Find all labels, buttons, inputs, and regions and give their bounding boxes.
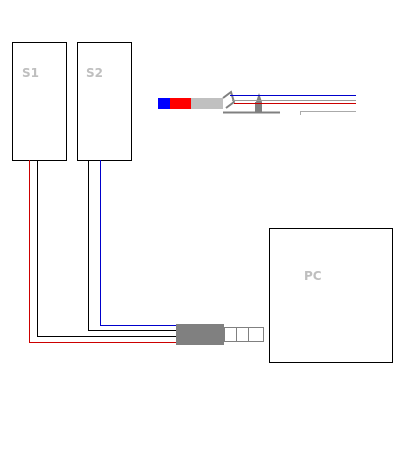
computer-pc: PC [269, 228, 393, 363]
detail-post [255, 102, 262, 112]
speaker-s1-label: S1 [22, 66, 39, 80]
detail-ground-wire [300, 111, 356, 115]
s2-cable [88, 160, 176, 331]
s2-wire-blue [100, 160, 176, 326]
speaker-s1: S1 [12, 42, 67, 161]
detail-ring-red [170, 98, 191, 109]
s2-wire-black [88, 160, 176, 331]
plug-tip [248, 327, 264, 342]
speaker-s2: S2 [77, 42, 132, 161]
plug-ring-2 [236, 327, 249, 342]
plug-body [176, 324, 224, 345]
detail-joint [222, 90, 236, 109]
computer-pc-label: PC [304, 269, 322, 283]
s1-cable [29, 160, 176, 343]
speaker-s1-box [12, 42, 67, 161]
s1-wire-red [29, 160, 176, 343]
speaker-s2-label: S2 [86, 66, 103, 80]
plug-ring-1 [224, 327, 237, 342]
detail-tip-blue [158, 98, 170, 109]
audio-jack-plug-icon [176, 324, 264, 345]
detail-sleeve [191, 98, 223, 109]
trs-plug-detail-icon [158, 90, 356, 115]
detail-contact [256, 93, 262, 102]
speaker-s2-box [77, 42, 132, 161]
computer-pc-box [269, 228, 393, 363]
s1-wire-black [37, 160, 176, 337]
